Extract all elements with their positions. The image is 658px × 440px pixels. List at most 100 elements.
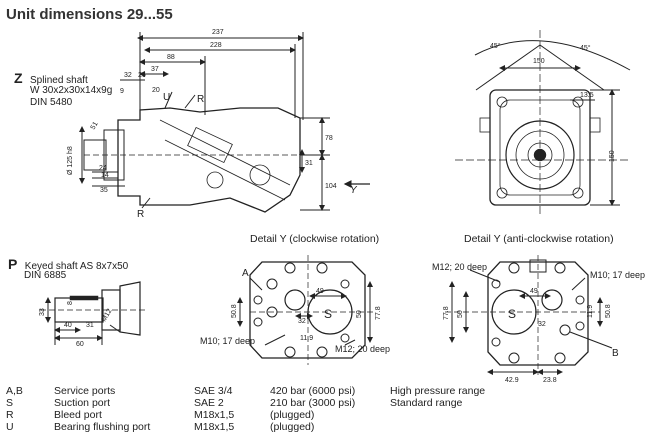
detail-acw-heading: Detail Y (anti-clockwise rotation): [464, 233, 614, 245]
legend-pressure: 420 bar (6000 psi): [270, 385, 356, 397]
side-view: [79, 32, 370, 213]
dim-24: 24: [99, 165, 107, 172]
p-keyed-note: P Keyed shaft AS 8x7x50: [8, 256, 128, 274]
service-port-a: [284, 289, 306, 311]
legend-name: Bearing flushing port: [54, 421, 151, 433]
dim-9: 9: [120, 88, 124, 95]
p-line1: Keyed shaft AS 8x7x50: [24, 261, 129, 272]
shaft-dim-40: 40: [64, 322, 72, 329]
legend-row: A,B Service ports SAE 3/4 420 bar (6000 psi…: [6, 385, 522, 397]
acw-port-b: B: [612, 348, 619, 359]
legend-note: [390, 421, 522, 433]
front-angle-45b: 45°: [580, 44, 591, 52]
label-r1: R: [197, 94, 204, 105]
label-r2: R: [137, 209, 144, 220]
cw-dim-119: 11.9: [300, 335, 313, 342]
cw-dim-50: 50: [356, 310, 363, 318]
shaft-dim-8: 8: [67, 301, 74, 305]
service-port-b: [541, 289, 563, 311]
cw-m12: M12; 20 deep: [335, 344, 390, 354]
legend-note: High pressure range: [390, 385, 486, 397]
dim-14: 14: [101, 172, 109, 179]
legend-name: Suction port: [54, 397, 111, 409]
p-letter: P: [8, 256, 18, 272]
detail-cw-view: [237, 255, 375, 365]
z-spline-note: Z Splined shaft: [14, 70, 88, 88]
dim-88: 88: [167, 54, 175, 61]
legend-note: Standard range: [390, 397, 463, 409]
acw-port-s: S: [508, 307, 516, 321]
front-angle-45a: 45°: [490, 42, 501, 50]
legend-size: SAE 2: [194, 397, 224, 409]
detail-cw-outline: [249, 261, 366, 359]
port-legend-table: A,B Service ports SAE 3/4 420 bar (6000 psi…: [6, 385, 522, 433]
legend-code: A,B: [6, 385, 23, 397]
legend-size: M18x1,5: [194, 421, 235, 433]
front-view: [455, 30, 631, 215]
cw-dim-508: 50.8: [231, 304, 238, 318]
legend-note: [390, 409, 522, 421]
dim-phi125: Ø 125 h8: [67, 146, 74, 175]
z-line1: Splined shaft: [30, 75, 88, 86]
legend-row: R Bleed port M18x1,5 (plugged): [6, 409, 522, 421]
label-u: U: [163, 92, 170, 103]
acw-dim-119: 11.9: [587, 305, 594, 318]
dim-51: 51: [90, 121, 100, 131]
dim-37: 37: [151, 66, 159, 73]
cw-port-s: S: [324, 307, 332, 321]
acw-dim-508: 50.8: [605, 304, 612, 318]
legend-pressure: 210 bar (3000 psi): [270, 397, 356, 409]
legend-pressure: (plugged): [270, 421, 315, 433]
cw-dim-778: 77.8: [375, 306, 382, 320]
legend-name: Service ports: [54, 385, 116, 397]
label-y: Y: [350, 185, 358, 196]
legend-code: R: [6, 409, 14, 421]
p-line2: DIN 6885: [24, 270, 67, 281]
acw-dim-238: 23.8: [543, 377, 557, 384]
legend-code: S: [6, 397, 14, 409]
legend-row: U Bearing flushing port M18x1,5 (plugged): [6, 421, 522, 433]
legend-size: SAE 3/4: [194, 385, 233, 397]
shaft-dim-60: 60: [76, 341, 84, 348]
acw-dim-49: 49: [530, 288, 538, 295]
dim-20: 20: [152, 87, 160, 94]
dim-26: 26: [138, 72, 146, 79]
acw-m10: M10; 17 deep: [590, 270, 645, 280]
legend-size: M18x1,5: [194, 409, 235, 421]
dim-104: 104: [325, 183, 337, 190]
cw-port-a: A: [242, 268, 249, 279]
legend-pressure: (plugged): [270, 409, 315, 421]
arc-45: [474, 40, 631, 71]
shaft-dim-31: 31: [86, 322, 94, 329]
detail-acw-outline: [487, 261, 589, 366]
dim-32: 32: [124, 72, 132, 79]
housing-outline: [117, 107, 301, 213]
pilot-circle: [505, 120, 575, 190]
detail-acw-view: [445, 255, 613, 375]
z-letter: Z: [14, 70, 23, 86]
keyed-shaft: [40, 281, 148, 345]
z-line2: W 30x2x30x14x9g: [30, 85, 113, 96]
acw-dim-50: 50: [457, 310, 464, 318]
legend-code: U: [6, 421, 14, 433]
legend-row: S Suction port SAE 2 210 bar (3000 psi) Stan…: [6, 397, 522, 409]
acw-dim-32: 32: [538, 321, 546, 328]
acw-m12: M12; 20 deep: [432, 262, 487, 272]
front-dim-150a: 150: [533, 58, 545, 65]
cw-m10: M10; 17 deep: [200, 336, 255, 346]
dim-228: 228: [210, 42, 222, 49]
cw-dim-49: 49: [316, 288, 324, 295]
dim-35: 35: [100, 187, 108, 194]
shaft-dim-33: 33: [39, 308, 46, 316]
flange-outline: [489, 89, 591, 206]
front-dim-150b: 150: [609, 150, 616, 162]
detail-cw-heading: Detail Y (clockwise rotation): [250, 233, 380, 245]
legend-name: Bleed port: [54, 409, 102, 421]
front-dim-135: 13.5: [580, 92, 594, 99]
z-line3: DIN 5480: [30, 97, 73, 108]
cw-dim-32: 32: [298, 318, 306, 325]
acw-dim-778: 77.8: [443, 306, 450, 320]
dim-78: 78: [325, 135, 333, 142]
